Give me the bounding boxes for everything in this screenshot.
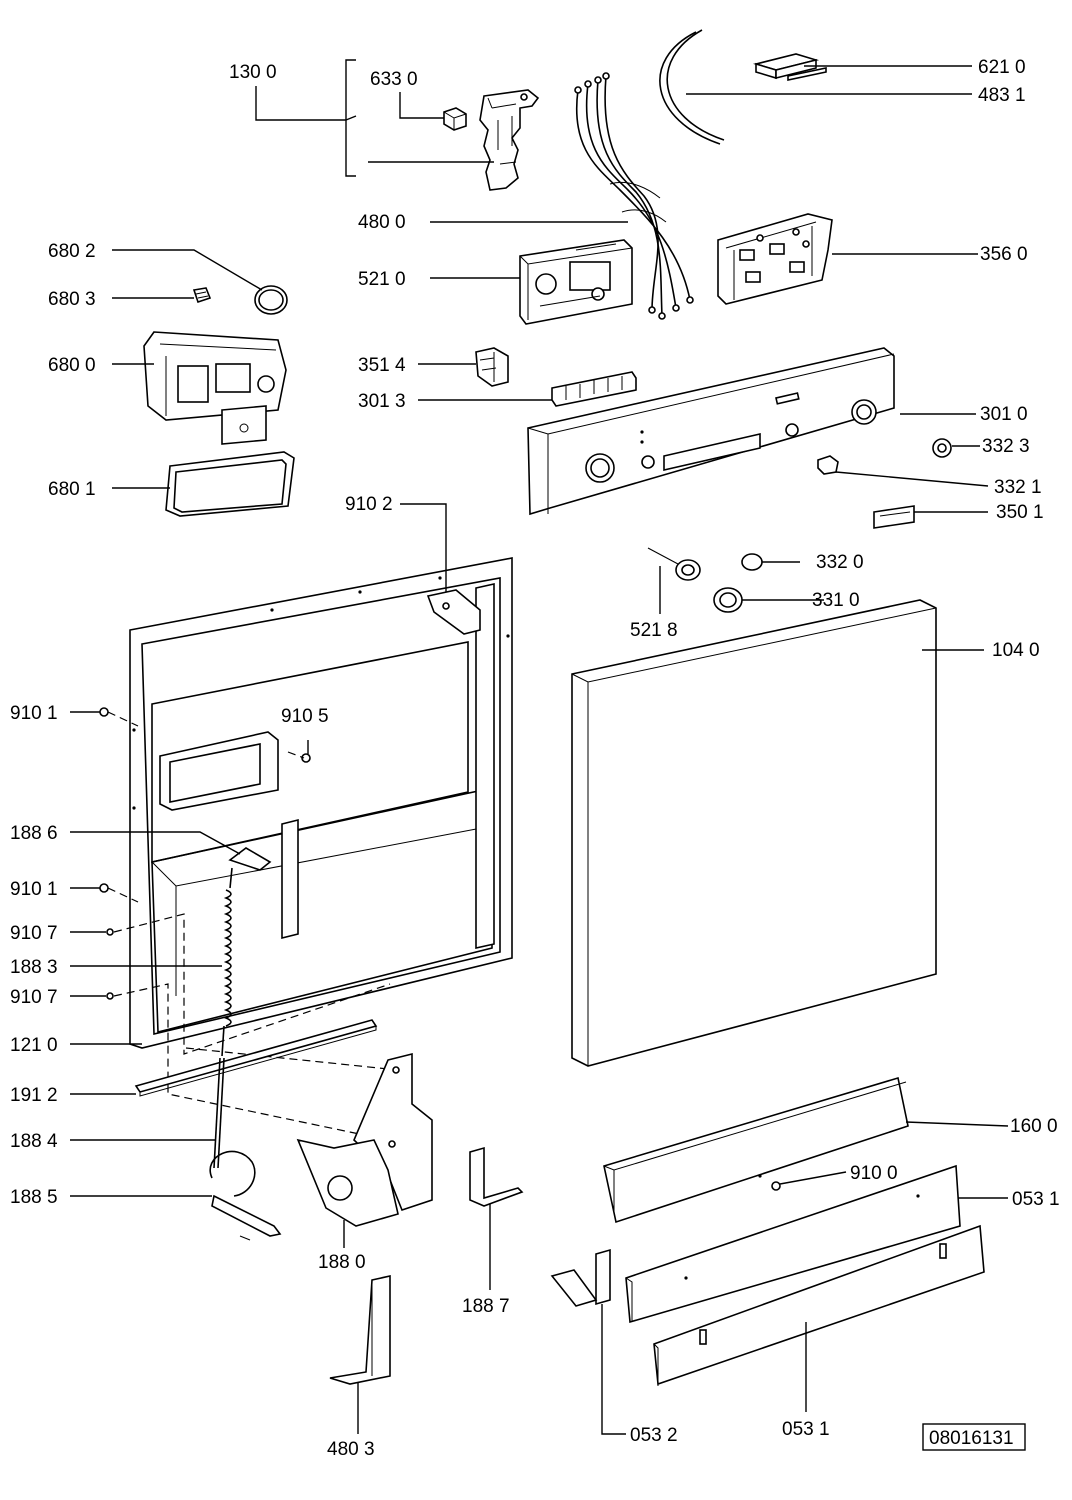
part-121-0-inner-door [129, 557, 513, 1049]
part-labels: 130 0 633 0 621 0 483 1 680 2 480 0 356 … [10, 57, 1060, 1460]
label-332-1: 332 1 [994, 477, 1042, 498]
part-053-2-corner-bracket [550, 1248, 611, 1307]
label-910-0: 910 0 [850, 1163, 898, 1184]
label-480-3: 480 3 [327, 1439, 375, 1460]
label-104-0: 104 0 [992, 640, 1040, 661]
part-680-2-seal-ring [254, 285, 288, 315]
leader-lines [70, 59, 1009, 1435]
label-633-0: 633 0 [370, 69, 418, 90]
label-521-8: 521 8 [630, 620, 678, 641]
part-301-3-keypad [551, 371, 637, 407]
part-480-0-wire-harness [574, 72, 694, 320]
label-351-4: 351 4 [358, 355, 406, 376]
label-053-1-upper: 053 1 [1012, 1189, 1060, 1210]
part-332-3-knob [932, 438, 952, 458]
part-188-0-hinge [296, 1052, 433, 1227]
part-332-0-button [741, 553, 763, 571]
label-160-0: 160 0 [1010, 1116, 1058, 1137]
part-188-5-pulley-bracket [209, 1150, 282, 1241]
part-621-0-board [752, 53, 827, 81]
part-053-1-plinth-lower [653, 1224, 985, 1386]
label-188-0: 188 0 [318, 1252, 366, 1273]
label-301-0: 301 0 [980, 404, 1028, 425]
label-191-2: 191 2 [10, 1085, 58, 1106]
screw-910-1-upper [99, 707, 109, 717]
part-521-8-sensor [647, 547, 701, 581]
part-483-1-arc-cable [659, 29, 725, 145]
label-121-0: 121 0 [10, 1035, 58, 1056]
screw-910-1-lower [99, 883, 109, 893]
label-680-2: 680 2 [48, 241, 96, 262]
label-188-5: 188 5 [10, 1187, 58, 1208]
screw-910-7-lower [106, 992, 114, 1000]
part-188-7-bracket [469, 1146, 524, 1207]
part-680-0-dispenser [143, 331, 287, 445]
label-053-1-lower: 053 1 [782, 1419, 830, 1440]
part-191-2-rail [134, 1019, 378, 1097]
screw-910-7-upper [106, 928, 114, 936]
part-350-1-label [873, 505, 915, 529]
label-910-1-lower: 910 1 [10, 879, 58, 900]
part-633-0-clip [443, 107, 467, 131]
drawing-id-box: 08016131 [922, 1423, 1026, 1451]
label-356-0: 356 0 [980, 244, 1028, 265]
part-480-3-bracket [329, 1275, 391, 1385]
label-910-5: 910 5 [281, 706, 329, 727]
label-188-3: 188 3 [10, 957, 58, 978]
label-301-3: 301 3 [358, 391, 406, 412]
label-350-1: 350 1 [996, 502, 1044, 523]
assembly-guide-lines [107, 711, 399, 1141]
label-680-1: 680 1 [48, 479, 96, 500]
label-910-2: 910 2 [345, 494, 393, 515]
part-332-1-button [817, 455, 839, 475]
part-351-4-switch [475, 347, 509, 387]
label-053-2: 053 2 [630, 1425, 678, 1446]
part-301-0-control-panel [527, 347, 895, 516]
part-104-0-front-panel [571, 599, 937, 1067]
label-521-0: 521 0 [358, 269, 406, 290]
label-331-0: 331 0 [812, 590, 860, 611]
screw-910-0 [758, 1174, 781, 1191]
label-188-7: 188 7 [462, 1296, 510, 1317]
part-160-0-kick-rail [603, 1076, 909, 1224]
label-130-0: 130 0 [229, 62, 277, 83]
label-680-3: 680 3 [48, 289, 96, 310]
screw-910-5 [301, 753, 311, 763]
part-188-6-hook [228, 847, 272, 871]
part-331-0-ring [713, 587, 743, 613]
label-680-0: 680 0 [48, 355, 96, 376]
part-680-3-cap [192, 287, 212, 304]
label-188-6: 188 6 [10, 823, 58, 844]
label-910-7-lower: 910 7 [10, 987, 58, 1008]
label-910-1-upper: 910 1 [10, 703, 58, 724]
label-188-4: 188 4 [10, 1131, 58, 1152]
part-680-1-gasket [165, 451, 295, 517]
part-053-1-plinth-upper [625, 1164, 961, 1324]
part-188-4-cable [213, 1057, 225, 1169]
label-332-0: 332 0 [816, 552, 864, 573]
label-480-0: 480 0 [358, 212, 406, 233]
label-621-0: 621 0 [978, 57, 1026, 78]
part-521-0-electronic-module [519, 239, 633, 325]
drawing-id: 08016131 [929, 1428, 1014, 1449]
label-483-1: 483 1 [978, 85, 1026, 106]
part-356-0-module-bracket [717, 213, 833, 305]
part-130-0-door-lock [479, 89, 540, 191]
label-910-7-upper: 910 7 [10, 923, 58, 944]
label-332-3: 332 3 [982, 436, 1030, 457]
